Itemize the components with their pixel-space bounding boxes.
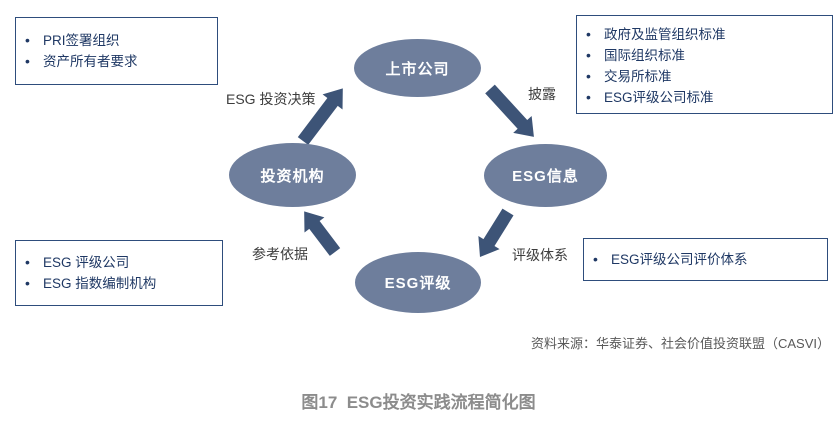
- list-item: 资产所有者要求: [16, 51, 217, 72]
- box-evaluation-system-list: ESG评级公司评价体系: [584, 249, 827, 270]
- edge-label-reference-basis: 参考依据: [252, 246, 308, 262]
- list-item: ESG 评级公司: [16, 252, 222, 273]
- arrow-investment-decision-icon: [297, 88, 343, 145]
- edge-label-investment-decision: ESG 投资决策: [226, 91, 316, 107]
- box-disclosure-standards: 政府及监管组织标准 国际组织标准 交易所标准 ESG评级公司标准: [576, 15, 833, 114]
- list-item: ESG评级公司评价体系: [584, 249, 827, 270]
- figure-caption: 图17 ESG投资实践流程简化图: [301, 393, 536, 412]
- source-note: 资料来源：华泰证券、社会价值投资联盟（CASVI）: [530, 336, 830, 351]
- arrow-rating-system-icon: [478, 208, 514, 257]
- box-rating-agencies-list: ESG 评级公司 ESG 指数编制机构: [16, 252, 222, 294]
- list-item: ESG 指数编制机构: [16, 273, 222, 294]
- node-esg-rating: ESG评级: [355, 252, 481, 313]
- node-esg-info: ESG信息: [484, 144, 607, 207]
- arrow-disclosure-icon: [485, 84, 534, 137]
- node-investment-institution: 投资机构: [229, 143, 356, 207]
- list-item: 交易所标准: [577, 66, 832, 87]
- box-asset-owners: PRI签署组织 资产所有者要求: [15, 17, 218, 85]
- box-rating-agencies: ESG 评级公司 ESG 指数编制机构: [15, 240, 223, 306]
- list-item: ESG评级公司标准: [577, 87, 832, 108]
- list-item: 政府及监管组织标准: [577, 24, 832, 45]
- edge-label-disclosure: 披露: [528, 86, 556, 102]
- box-evaluation-system: ESG评级公司评价体系: [583, 238, 828, 281]
- box-disclosure-standards-list: 政府及监管组织标准 国际组织标准 交易所标准 ESG评级公司标准: [577, 24, 832, 108]
- list-item: PRI签署组织: [16, 30, 217, 51]
- node-listed-company: 上市公司: [354, 39, 481, 97]
- list-item: 国际组织标准: [577, 45, 832, 66]
- edge-label-rating-system: 评级体系: [512, 247, 568, 263]
- box-asset-owners-list: PRI签署组织 资产所有者要求: [16, 30, 217, 72]
- arrow-reference-basis-icon: [304, 211, 341, 256]
